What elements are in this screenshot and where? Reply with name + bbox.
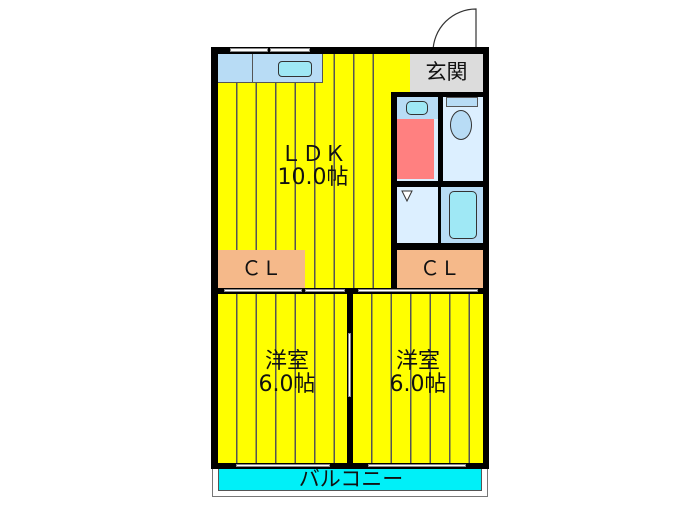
ldk-label: ＬＤＫ 10.0帖 bbox=[277, 142, 349, 191]
washbasin-icon bbox=[397, 97, 438, 119]
toilet-tank-icon bbox=[446, 97, 478, 107]
bathroom bbox=[441, 187, 483, 243]
kitchen-counter bbox=[218, 54, 323, 83]
bedroom-right-label: 洋室 6.0帖 bbox=[389, 349, 447, 398]
bedroom-left: 洋室 6.0帖 bbox=[218, 294, 347, 463]
closet-door-left bbox=[224, 289, 302, 292]
closet-door-right bbox=[358, 289, 478, 292]
toilet-bowl-icon bbox=[450, 110, 472, 140]
laundry-icon bbox=[401, 190, 413, 203]
entrance-door bbox=[431, 8, 479, 53]
sink-icon bbox=[278, 61, 312, 77]
ldk-room bbox=[218, 54, 391, 288]
window-bedroom-left bbox=[236, 464, 330, 467]
bedroom-right: 洋室 6.0帖 bbox=[353, 294, 483, 463]
ldk-upper-right-floor bbox=[391, 54, 410, 92]
bathtub-icon bbox=[449, 191, 477, 239]
entrance: 玄関 bbox=[410, 54, 483, 92]
partition-door bbox=[348, 333, 351, 397]
bedroom-left-label: 洋室 6.0帖 bbox=[258, 349, 316, 398]
closet-left: ＣＬ bbox=[218, 250, 305, 288]
balcony: バルコニー bbox=[212, 468, 488, 497]
washroom bbox=[397, 97, 438, 181]
window-bedroom-right bbox=[368, 464, 466, 467]
washroom-mat bbox=[397, 119, 434, 179]
ldk-door bbox=[305, 289, 345, 292]
door-swing-icon bbox=[431, 8, 479, 53]
window-kitchen-1 bbox=[230, 48, 268, 52]
window-kitchen-2 bbox=[270, 48, 310, 52]
closet-right: ＣＬ bbox=[397, 250, 483, 288]
laundry-area bbox=[397, 187, 438, 243]
toilet-room bbox=[443, 97, 483, 181]
